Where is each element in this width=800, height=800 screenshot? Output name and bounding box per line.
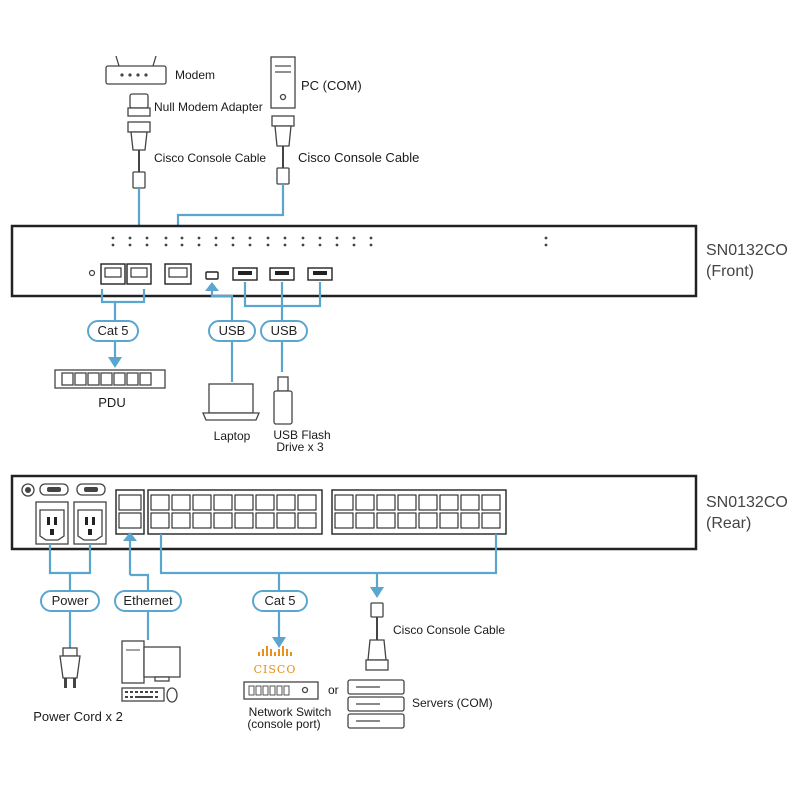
ethernet-cable	[123, 532, 150, 640]
front-usb-ports	[232, 267, 333, 281]
ethernet-pill: Ethernet	[114, 590, 182, 612]
reset-hole-icon	[88, 269, 96, 277]
front-panel	[10, 224, 698, 298]
mini-usb-port-icon	[205, 271, 219, 280]
front-rj45-ports	[100, 263, 192, 285]
usb-flash-label-line1: USB Flash	[273, 428, 330, 442]
desktop-computer-icon	[121, 640, 181, 703]
power-pill: Power	[40, 590, 100, 612]
db9-connector-icon	[271, 115, 295, 185]
front-side-label: (Front)	[706, 263, 754, 280]
rear-port-bank-2	[331, 489, 507, 535]
usb-label-2: USB	[271, 323, 298, 338]
front-led-row	[111, 236, 548, 247]
usb-pill-laptop: USB	[208, 320, 256, 342]
usb-flash-drive-icon	[273, 376, 293, 425]
cisco-console-cable-label-1: Cisco Console Cable	[154, 151, 266, 165]
rear-console-cable-icon	[365, 602, 389, 671]
usb-flash-label-line2: Drive x 3	[276, 440, 324, 454]
cat5-label-rear: Cat 5	[264, 593, 295, 608]
laptop-label: Laptop	[214, 429, 251, 443]
power-switch-icons	[39, 483, 106, 496]
cat5-pill-front: Cat 5	[87, 320, 139, 342]
power-label: Power	[52, 593, 90, 608]
rear-side-label: (Rear)	[706, 515, 751, 532]
ethernet-label: Ethernet	[123, 593, 173, 608]
servers-icon	[347, 679, 405, 729]
network-switch-label-line1: Network Switch	[249, 705, 332, 719]
rear-ethernet-ports	[115, 489, 145, 535]
pc-com-label: PC (COM)	[301, 78, 362, 93]
pc-tower-icon	[270, 56, 296, 109]
power-cord-label: Power Cord x 2	[33, 709, 123, 724]
cisco-logo-text: CISCO	[254, 663, 297, 676]
cat5-pill-rear: Cat 5	[252, 590, 308, 612]
servers-label: Servers (COM)	[412, 696, 493, 710]
modem-icon	[105, 55, 167, 85]
usb-label-1: USB	[219, 323, 246, 338]
front-model-label: SN0132CO	[706, 242, 788, 259]
ground-screw-icon	[21, 483, 35, 497]
rear-cisco-console-cable-label: Cisco Console Cable	[393, 623, 505, 637]
or-label: or	[328, 683, 339, 697]
null-modem-adapter-label: Null Modem Adapter	[154, 100, 263, 114]
network-switch-label-line2: (console port)	[247, 717, 320, 731]
rear-port-bank-1	[147, 489, 323, 535]
db9-connector-icon	[127, 121, 151, 189]
network-switch-icon	[243, 681, 319, 700]
cisco-console-cable-label-2: Cisco Console Cable	[298, 150, 419, 165]
cisco-logo: CISCO	[254, 646, 297, 676]
pdu-label: PDU	[98, 395, 125, 410]
null-modem-adapter-icon	[127, 93, 151, 117]
pdu-icon	[54, 369, 166, 389]
rear-panel	[10, 474, 698, 551]
rear-model-label: SN0132CO	[706, 494, 788, 511]
laptop-icon	[202, 383, 260, 421]
power-plug-icon	[59, 647, 81, 688]
cat5-label-front: Cat 5	[97, 323, 128, 338]
usb-pill-flash: USB	[260, 320, 308, 342]
modem-label: Modem	[175, 68, 215, 82]
